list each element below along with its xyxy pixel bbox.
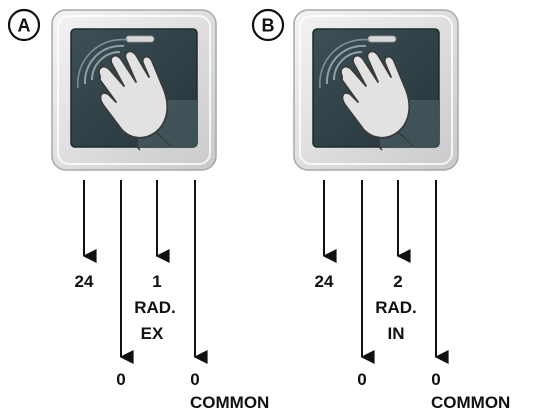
label-b-in: IN <box>388 324 405 343</box>
label-a-ex: EX <box>141 324 164 343</box>
panel-b: B 24 0 2 RAD. IN 0 COMMON <box>251 8 510 412</box>
label-a-0: 0 <box>116 370 125 389</box>
badge-a: A <box>7 8 41 42</box>
badge-b-label: B <box>262 16 275 36</box>
badge-b: B <box>251 8 285 42</box>
panel-a: A 24 0 1 RAD. EX 0 COMMON <box>7 8 269 412</box>
label-a-common-number: 0 <box>190 370 199 389</box>
label-b-common-number: 0 <box>431 370 440 389</box>
touch-button-hand-icon[interactable] <box>51 9 217 171</box>
label-b-rad-in-number: 2 <box>393 272 402 291</box>
label-b-rad: RAD. <box>375 298 417 317</box>
label-a-24: 24 <box>75 272 94 291</box>
label-a-rad-ex-number: 1 <box>152 272 161 291</box>
label-b-24: 24 <box>315 272 334 291</box>
label-a-rad: RAD. <box>134 298 176 317</box>
wires-a <box>82 180 208 364</box>
wires-b <box>322 180 449 364</box>
touch-button-hand-icon[interactable] <box>293 9 459 171</box>
label-b-0: 0 <box>357 370 366 389</box>
label-b-common: COMMON <box>431 393 510 412</box>
label-a-common: COMMON <box>190 393 269 412</box>
badge-a-label: A <box>18 16 31 36</box>
